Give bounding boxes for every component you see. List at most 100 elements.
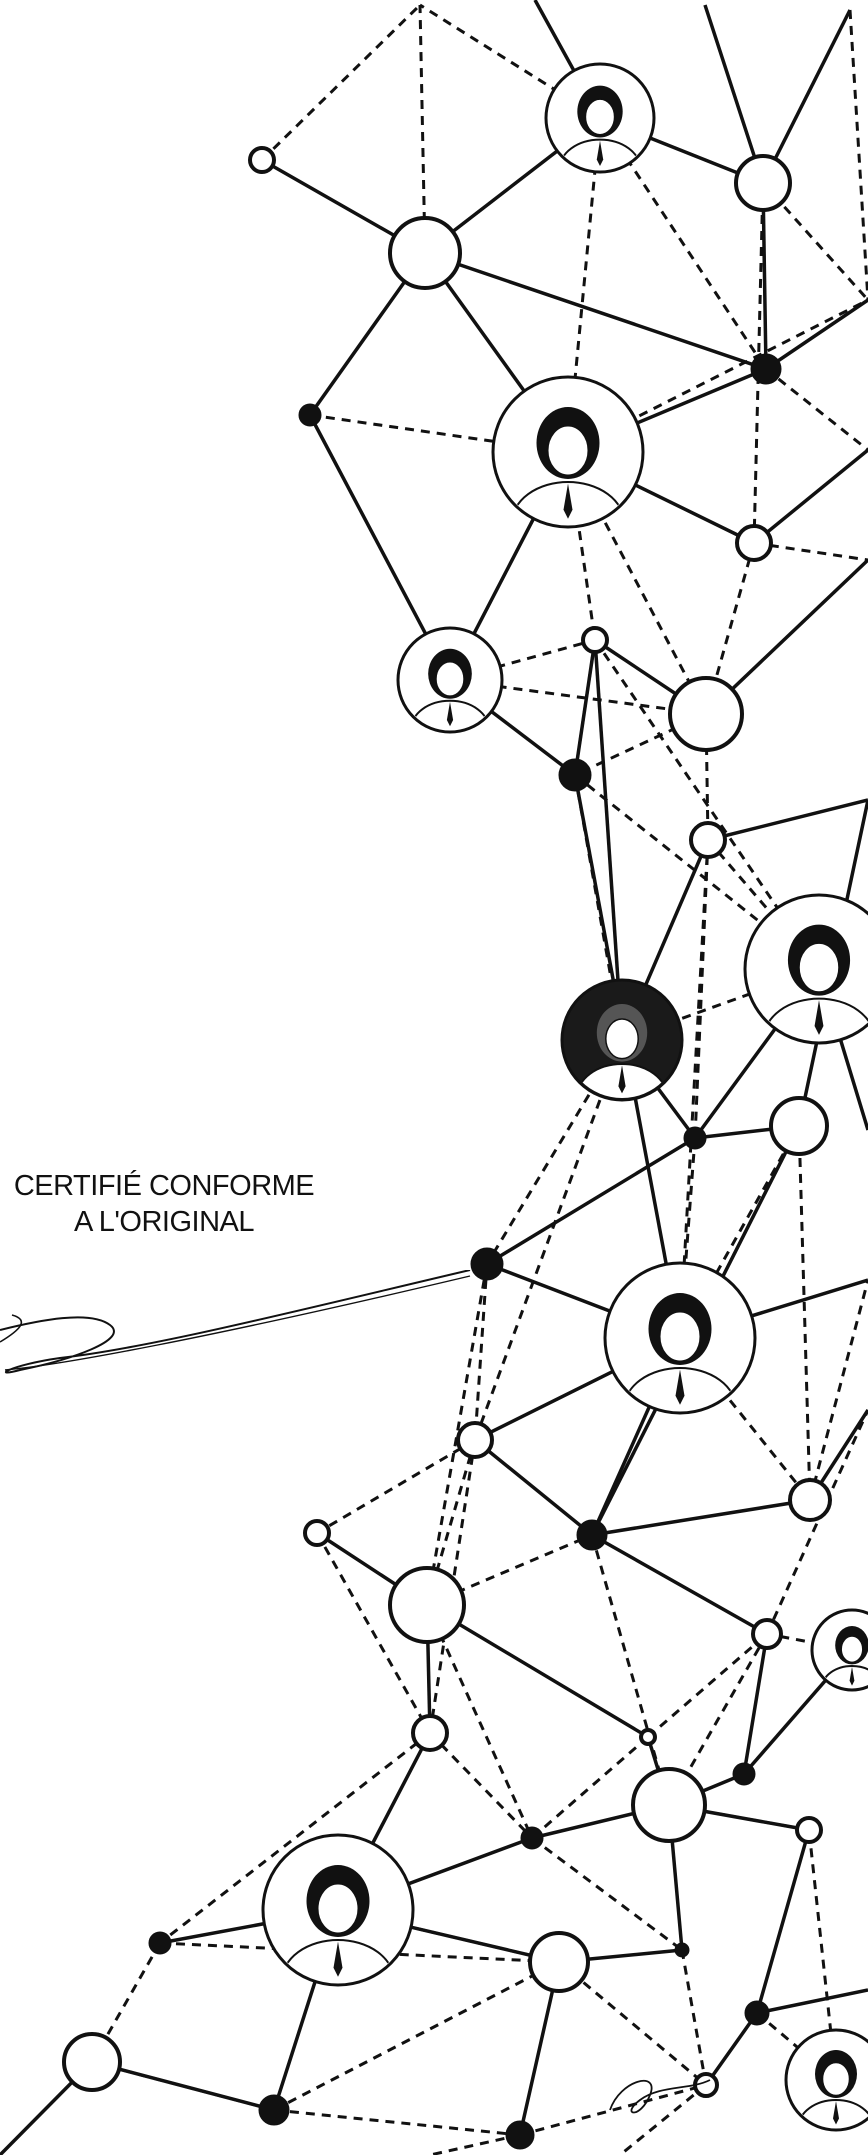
- open-node: [303, 1519, 331, 1547]
- dashed-link: [647, 1632, 768, 1739]
- solid-link: [761, 9, 852, 184]
- dashed-link: [273, 1960, 560, 2112]
- filled-node: [683, 1126, 707, 1150]
- dashed-link: [428, 1731, 534, 1840]
- dashed-link: [418, 4, 427, 254]
- dashed-link: [619, 2083, 707, 2155]
- open-node: [248, 146, 276, 174]
- dashed-link: [273, 2108, 521, 2137]
- dashed-link: [693, 839, 710, 1139]
- dashed-link: [316, 1438, 476, 1535]
- person-avatar-icon: [491, 375, 645, 529]
- dashed-link: [680, 1949, 708, 2086]
- dashed-link: [485, 1039, 624, 1265]
- open-node: [689, 821, 727, 859]
- handwritten-signature: [0, 1270, 471, 1374]
- person-avatar-icon: [544, 62, 656, 174]
- open-node: [388, 216, 462, 290]
- person-avatar-icon: [743, 893, 868, 1045]
- open-node: [734, 154, 792, 212]
- open-node: [631, 1767, 707, 1843]
- filled-node: [505, 2120, 535, 2150]
- solid-link: [704, 2011, 759, 2087]
- dashed-link: [309, 413, 569, 454]
- dashed-link: [473, 1039, 624, 1441]
- solid-link: [591, 1498, 811, 1537]
- open-node: [769, 1096, 829, 1156]
- open-node: [456, 1421, 494, 1459]
- dashed-link: [797, 1125, 812, 1501]
- person-avatar-icon: [560, 978, 684, 1102]
- dashed-link: [426, 1533, 593, 1607]
- solid-link: [707, 798, 868, 842]
- open-node: [388, 1566, 466, 1644]
- open-node: [668, 676, 744, 752]
- dashed-link: [808, 1279, 868, 1501]
- dashed-link: [706, 839, 821, 970]
- open-node: [639, 1728, 657, 1746]
- solid-link: [755, 1829, 811, 2014]
- filled-node: [576, 1519, 608, 1551]
- open-node: [62, 2032, 122, 2092]
- filled-node: [732, 1762, 756, 1786]
- initials-signature: [609, 2079, 711, 2114]
- filled-node: [470, 1247, 504, 1281]
- filled-node: [298, 403, 322, 427]
- person-avatar-icon: [396, 626, 504, 734]
- solid-link: [591, 1533, 768, 1636]
- open-node: [411, 1714, 449, 1752]
- certification-stamp: CERTIFIÉ CONFORME A L'ORIGINAL: [0, 1168, 340, 1240]
- network-nodes: [62, 62, 868, 2150]
- dashed-link: [315, 1532, 432, 1734]
- person-avatar-icon: [810, 1608, 868, 1692]
- stamp-line-1: CERTIFIÉ CONFORME: [13, 1170, 315, 1202]
- dashed-link: [678, 839, 710, 1339]
- dashed-link: [848, 9, 868, 301]
- dashed-link: [260, 3, 422, 162]
- solid-link: [486, 1136, 696, 1266]
- dashed-link: [531, 1735, 649, 1840]
- open-node: [735, 524, 773, 562]
- filled-node: [750, 353, 782, 385]
- dashed-link: [519, 2083, 707, 2137]
- solid-link: [765, 298, 868, 371]
- open-node: [581, 626, 609, 654]
- dashed-link: [765, 1409, 868, 1635]
- person-avatar-icon: [603, 1261, 757, 1415]
- filled-node: [744, 2000, 770, 2026]
- solid-link: [593, 639, 624, 1041]
- solid-link: [91, 2060, 275, 2112]
- filled-node: [520, 1826, 544, 1850]
- dashed-link: [425, 1263, 489, 1606]
- solid-link: [424, 251, 767, 371]
- solid-link: [473, 1438, 594, 1537]
- dashed-link: [425, 1439, 477, 1606]
- solid-link: [742, 1633, 769, 1775]
- filled-node: [558, 758, 592, 792]
- dashed-link: [593, 639, 821, 970]
- person-avatar-icon: [261, 1833, 415, 1987]
- filled-node: [148, 1931, 172, 1955]
- dashed-link: [765, 367, 868, 452]
- solid-link: [573, 639, 597, 776]
- solid-link: [752, 448, 868, 545]
- dashed-link: [425, 1604, 534, 1839]
- dashed-link: [753, 541, 868, 562]
- open-node: [528, 1931, 590, 1993]
- open-node: [788, 1478, 832, 1522]
- filled-node: [674, 1942, 690, 1958]
- solid-link: [703, 4, 765, 184]
- open-node: [751, 1618, 783, 1650]
- solid-link: [756, 1988, 868, 2015]
- filled-node: [258, 2094, 290, 2126]
- stamp-line-2: A L'ORIGINAL: [73, 1206, 255, 1238]
- solid-link: [761, 182, 768, 370]
- person-avatar-icon: [784, 2028, 868, 2132]
- dashed-link: [761, 181, 868, 302]
- dashed-link: [807, 1829, 838, 2081]
- open-node: [795, 1816, 823, 1844]
- solid-link: [426, 1603, 649, 1739]
- dashed-link: [473, 1263, 489, 1441]
